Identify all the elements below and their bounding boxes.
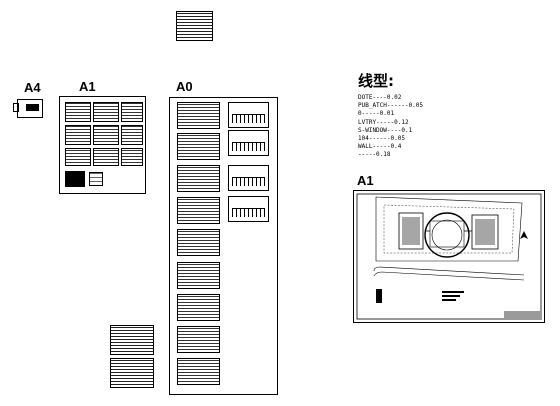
site-plan-drawing	[356, 193, 542, 320]
a0-plan-thumb[interactable]	[177, 133, 220, 160]
a0-label: A0	[176, 79, 193, 94]
line-weight-row: -----0.18	[358, 151, 391, 159]
line-weight-row: LVTRY-----0.12	[358, 118, 409, 126]
a1-thumb-4[interactable]	[65, 125, 91, 145]
a4-sheet-block	[26, 104, 39, 111]
a4-marker	[13, 103, 19, 112]
a1-thumb-1[interactable]	[65, 102, 91, 122]
a4-sheet-frame[interactable]	[17, 99, 43, 118]
a0-elevation-thumb[interactable]	[228, 165, 269, 191]
a0-elevation-thumb[interactable]	[228, 130, 269, 156]
a1-thumb-8[interactable]	[93, 148, 119, 166]
a1-site-plan-sheet[interactable]	[353, 190, 545, 323]
a0-plan-thumb[interactable]	[177, 229, 220, 256]
a1-thumb-6[interactable]	[121, 125, 143, 145]
a1-right-label: A1	[357, 173, 374, 188]
a1-thumb-10[interactable]	[65, 171, 85, 187]
line-weight-row: WALL-----0.4	[358, 143, 402, 151]
a4-label: A4	[24, 80, 41, 95]
bottom-sheet-2[interactable]	[110, 358, 154, 388]
line-weight-row: 0-----0.01	[358, 110, 395, 118]
a0-plan-thumb[interactable]	[177, 262, 220, 289]
a1-thumb-7[interactable]	[65, 148, 91, 166]
line-weight-row: S-WINDOW----0.1	[358, 126, 413, 134]
a1-left-label: A1	[79, 79, 96, 94]
a0-plan-thumb[interactable]	[177, 197, 220, 224]
a0-plan-thumb[interactable]	[177, 358, 220, 385]
a1-thumb-11[interactable]	[89, 172, 103, 186]
a1-left-sheet[interactable]	[59, 96, 146, 194]
a1-thumb-2[interactable]	[93, 102, 119, 122]
line-weight-row: 104------0.05	[358, 135, 405, 143]
line-weight-title: 线型:	[358, 72, 394, 90]
a0-elevation-thumb[interactable]	[228, 102, 269, 128]
a0-plan-thumb[interactable]	[177, 102, 220, 129]
a0-plan-thumb[interactable]	[177, 326, 220, 353]
bottom-sheet-1[interactable]	[110, 325, 154, 355]
a0-plan-thumb[interactable]	[177, 294, 220, 321]
title-stamp	[504, 311, 542, 320]
line-weight-row: PUB_ATCH------0.05	[358, 102, 424, 110]
a1-thumb-3[interactable]	[121, 102, 143, 122]
a1-thumb-9[interactable]	[121, 148, 143, 166]
top-drawing-sheet[interactable]	[176, 11, 213, 41]
a0-plan-thumb[interactable]	[177, 165, 220, 192]
a1-thumb-5[interactable]	[93, 125, 119, 145]
a0-elevation-thumb[interactable]	[228, 196, 269, 222]
line-weight-row: DOTE----0.02	[358, 94, 402, 101]
